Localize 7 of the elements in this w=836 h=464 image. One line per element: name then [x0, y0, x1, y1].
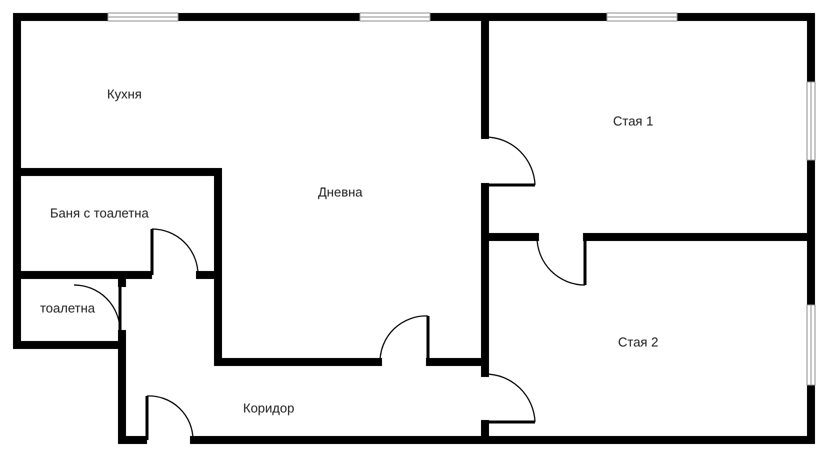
- room-label: Баня с тоалетна: [50, 206, 149, 220]
- room-label: Стая 1: [613, 114, 654, 128]
- room-label: Стая 2: [618, 334, 658, 350]
- room-label: Дневна: [318, 184, 363, 200]
- room-label: Кухня: [107, 86, 142, 102]
- room-label: тоалетна: [40, 300, 96, 316]
- room-label: Коридор: [243, 400, 294, 416]
